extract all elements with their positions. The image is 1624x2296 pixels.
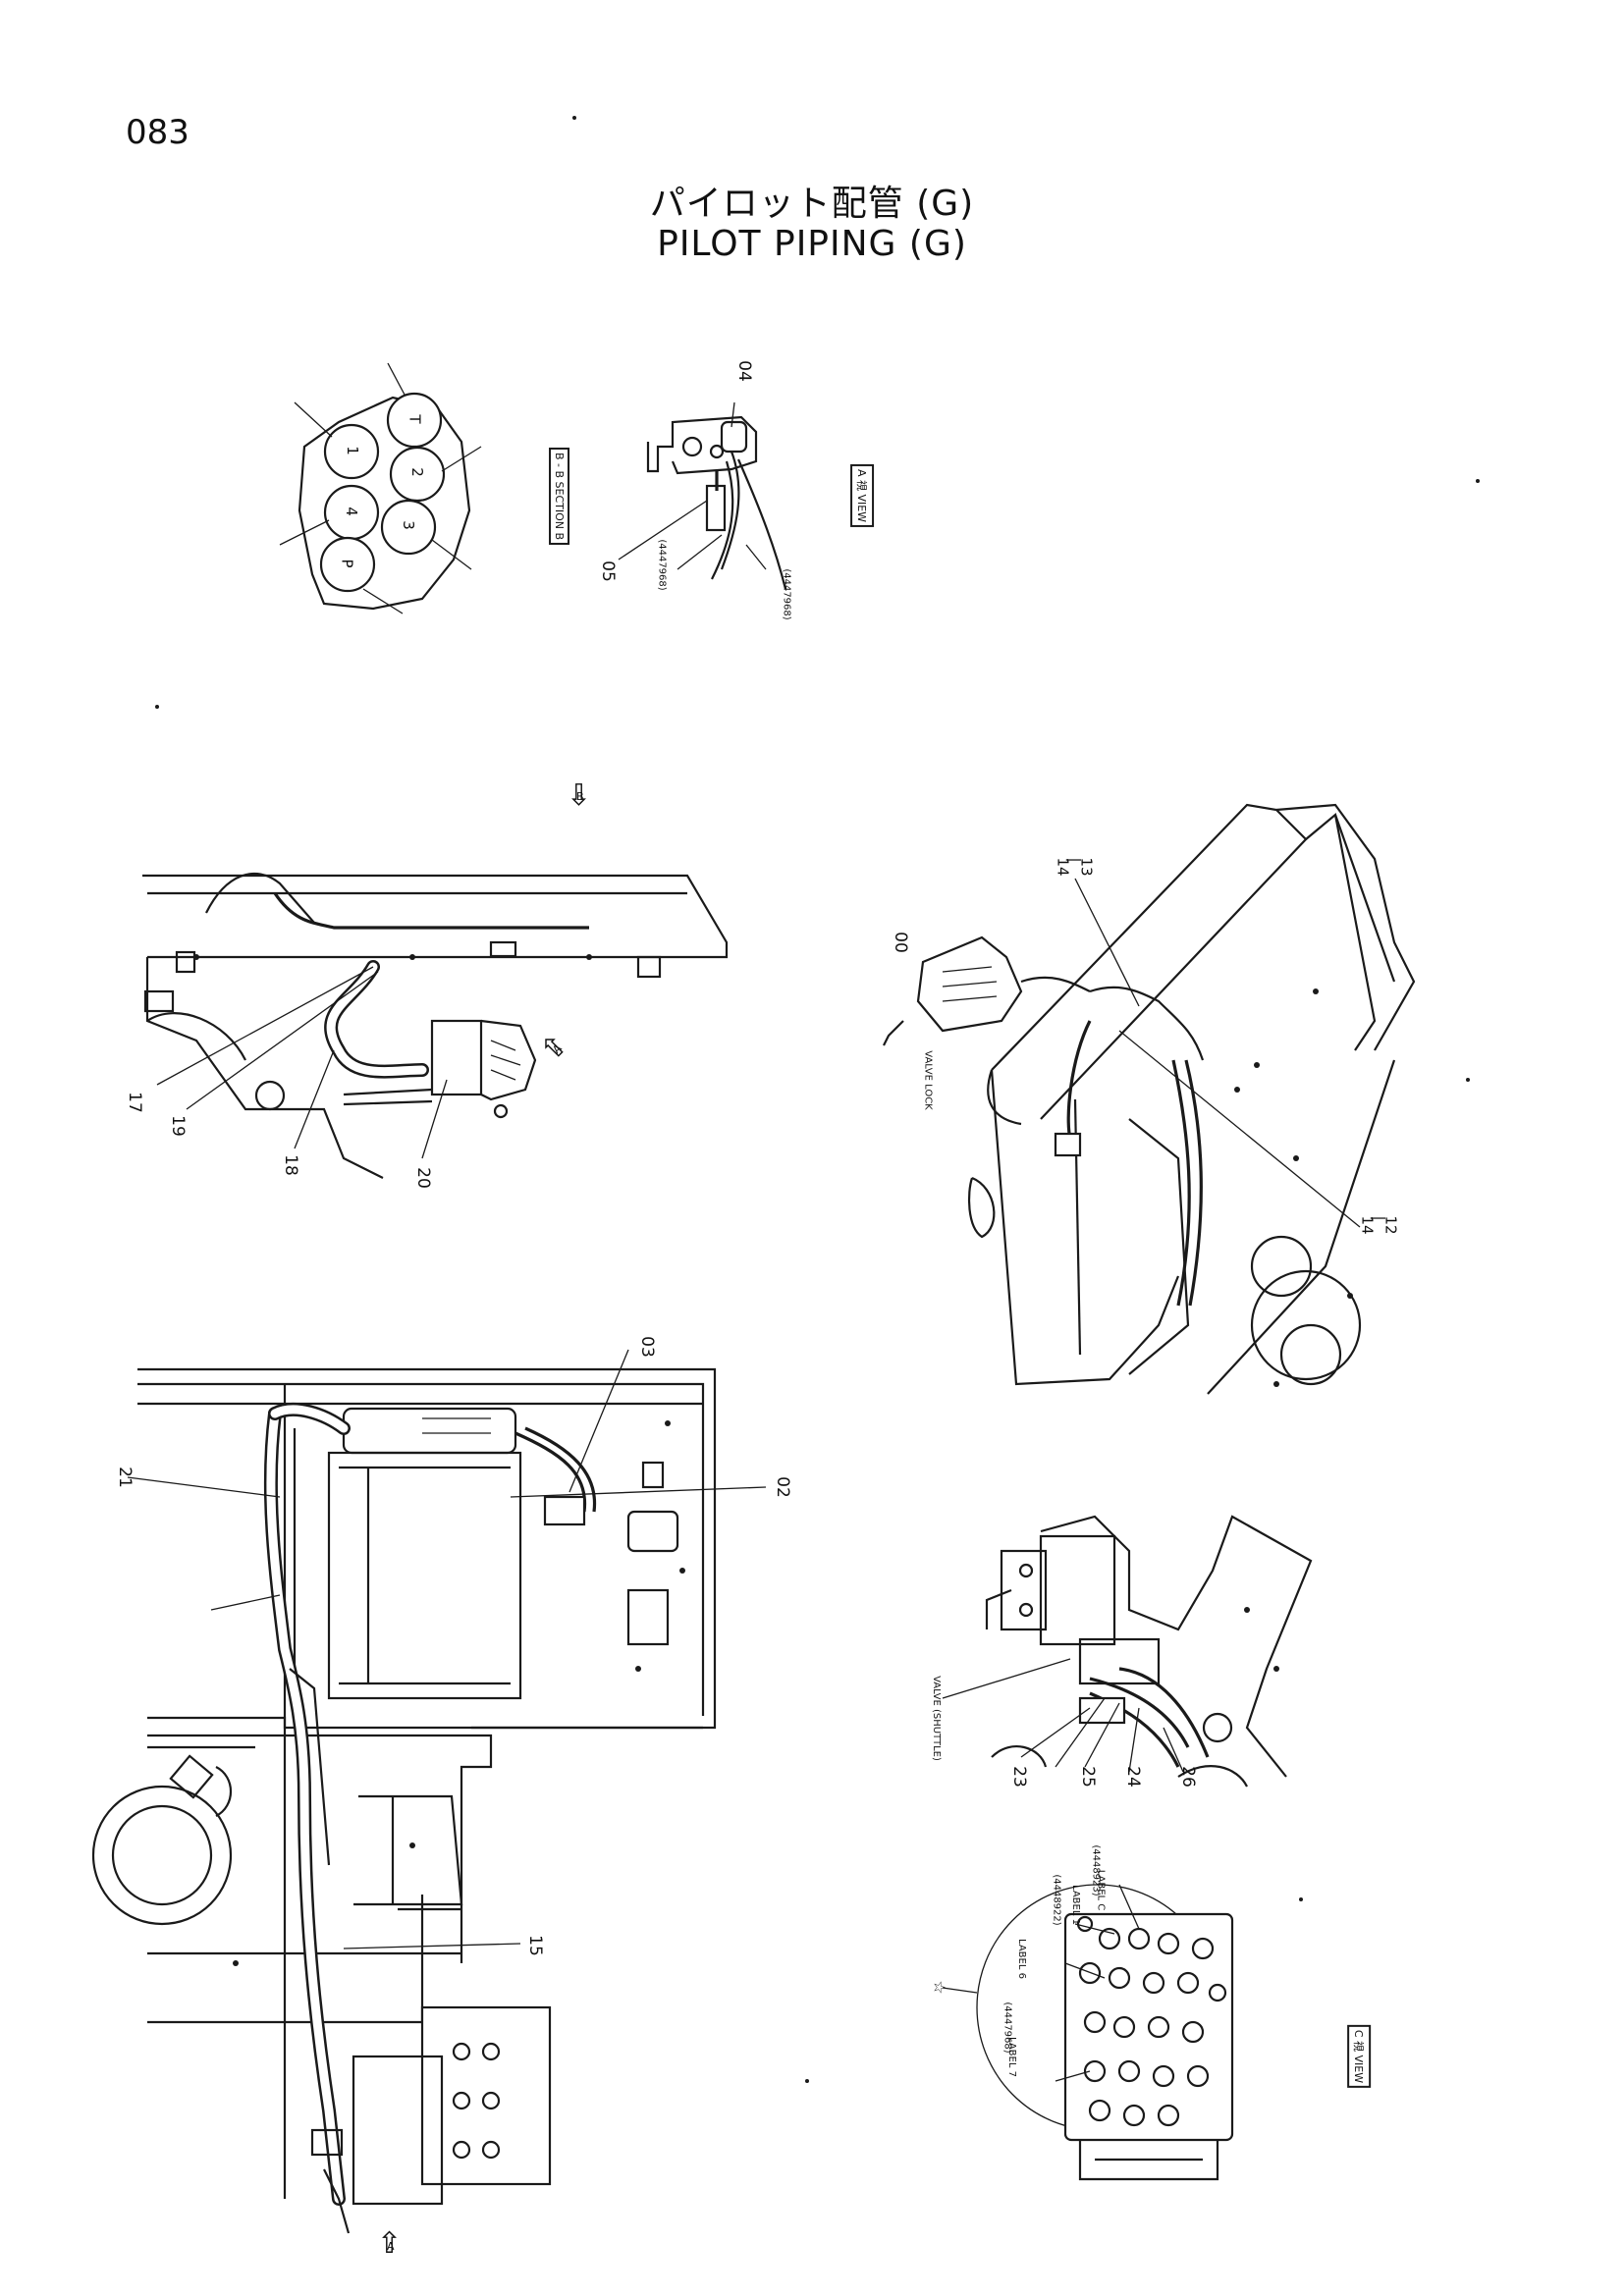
part-number-03: 03 — [636, 1336, 657, 1358]
section-arrow-a-bottom: ⇧A — [377, 2226, 403, 2261]
valve-lock-label: VALVE LOCK — [922, 1050, 934, 1110]
hose-code-1: (4447968) — [656, 539, 668, 591]
label-1-tag: LABEL 1 — [1069, 1885, 1081, 1925]
title-japanese: パイロット配管 (G) — [649, 184, 975, 224]
part-number-23: 23 — [1008, 1766, 1029, 1788]
part-number-19: 19 — [167, 1115, 188, 1137]
port-label-2: 2 — [407, 467, 426, 477]
port-label-1: 1 — [343, 446, 361, 455]
view-label-section-b: B - B SECTION B — [549, 447, 570, 546]
part-number-13-14: 13 | 14 — [1054, 857, 1096, 877]
part-number-05: 05 — [597, 561, 618, 582]
label-6-tag: LABEL 6 — [1015, 1939, 1027, 1979]
hose-code-5: (4448923) — [1090, 1844, 1102, 1896]
title-english: PILOT PIPING (G) — [657, 224, 967, 264]
port-label-3: 3 — [399, 520, 417, 530]
view-c-port-detail — [942, 1884, 1234, 2181]
port-label-p: P — [338, 559, 356, 568]
hose-code-4: (4448922) — [1051, 1874, 1062, 1926]
page-number: 083 — [126, 113, 189, 152]
view-label-view-a: A 視 VIEW — [850, 463, 875, 528]
part-number-04: 04 — [733, 360, 754, 382]
frame-with-pilot-hose — [142, 872, 729, 1179]
part-number-20: 20 — [412, 1167, 433, 1189]
hose-code-2: (4447968) — [781, 568, 792, 620]
part-number-25: 25 — [1077, 1766, 1098, 1788]
part-number-17: 17 — [124, 1092, 144, 1113]
part-number-00: 00 — [890, 932, 910, 953]
reference-dots — [155, 116, 1480, 2083]
boom-side-view — [883, 803, 1416, 1395]
star-mark: ☆ — [930, 1980, 949, 1995]
view-a-valve-assembly — [618, 401, 787, 590]
part-number-24: 24 — [1122, 1766, 1143, 1788]
port-label-t: T — [406, 414, 424, 424]
valve-shuttle-label: VALVE (SHUTTLE) — [930, 1676, 942, 1761]
part-number-12-14: 12 | 14 — [1358, 1215, 1400, 1235]
hose-code-3: (4447968) — [1001, 2002, 1013, 2054]
part-number-02: 02 — [772, 1476, 792, 1498]
port-label-4: 4 — [342, 507, 360, 516]
part-number-26: 26 — [1177, 1766, 1198, 1788]
plan-view-upper-structure — [91, 1349, 767, 2234]
part-number-18: 18 — [280, 1154, 300, 1176]
section-b-port-block — [279, 362, 482, 614]
view-label-view-c: C 視 VIEW — [1347, 2024, 1372, 2089]
part-number-15: 15 — [524, 1935, 545, 1956]
part-number-21: 21 — [114, 1467, 135, 1488]
control-valve-detail — [942, 1515, 1313, 1788]
section-arrow-b-top: ⇩B — [567, 778, 592, 813]
